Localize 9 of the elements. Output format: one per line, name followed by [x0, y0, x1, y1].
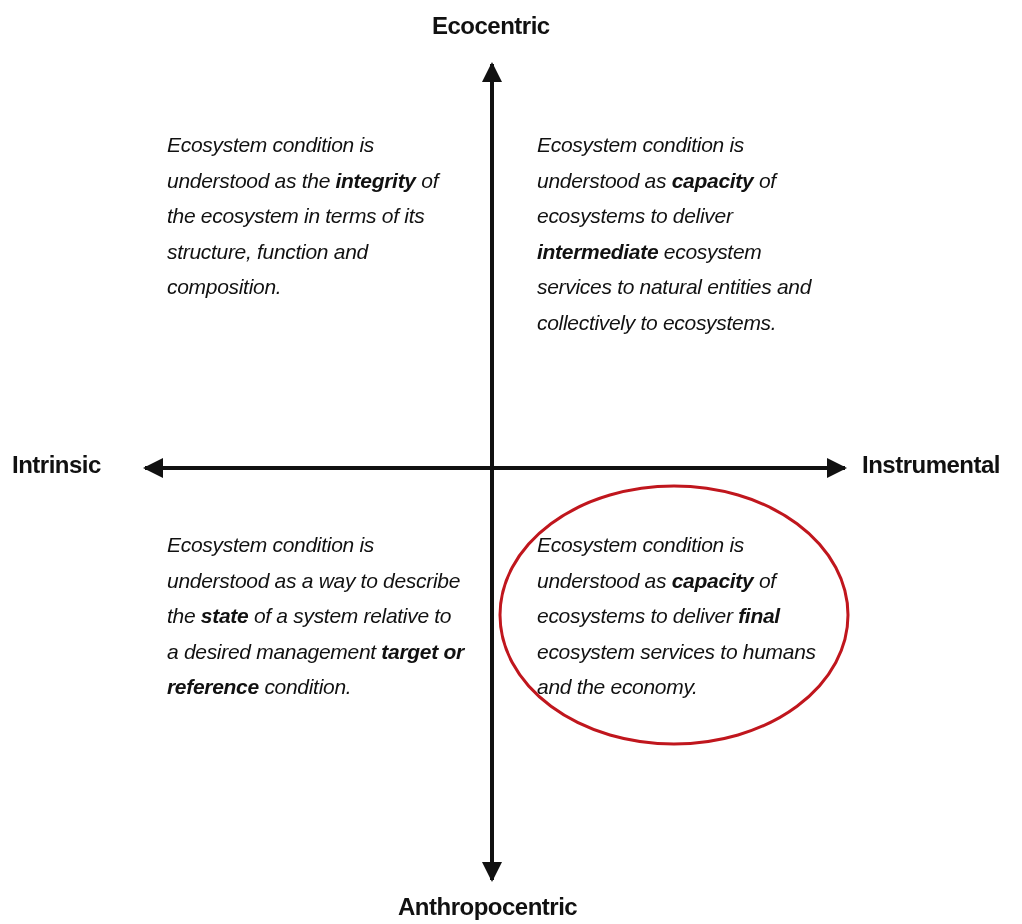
axis-label: Intrinsic	[12, 451, 101, 479]
quadrant-text: Ecosystem condition is understood as a way to describe the state of a system relative to a desired management target or reference condition.	[167, 532, 466, 700]
axis-label: Ecocentric	[432, 12, 550, 40]
quadrant-text: Ecosystem condition is understood as the integrity of the ecosystem in terms of its structure, function and composition.	[167, 132, 442, 300]
axis-label: Instrumental	[862, 451, 1001, 479]
axis-label: Anthropocentric	[398, 893, 578, 921]
highlight-ellipse	[498, 484, 850, 746]
quadrant-text: Ecosystem condition is understood as capacity of ecosystems to deliver intermediate ecosystem services to natural entities and collectively to ecosystems.	[537, 132, 813, 336]
quadrant-text: Ecosystem condition is understood as capacity of ecosystems to deliver final ecosystem services to humans and the economy.	[537, 532, 817, 700]
